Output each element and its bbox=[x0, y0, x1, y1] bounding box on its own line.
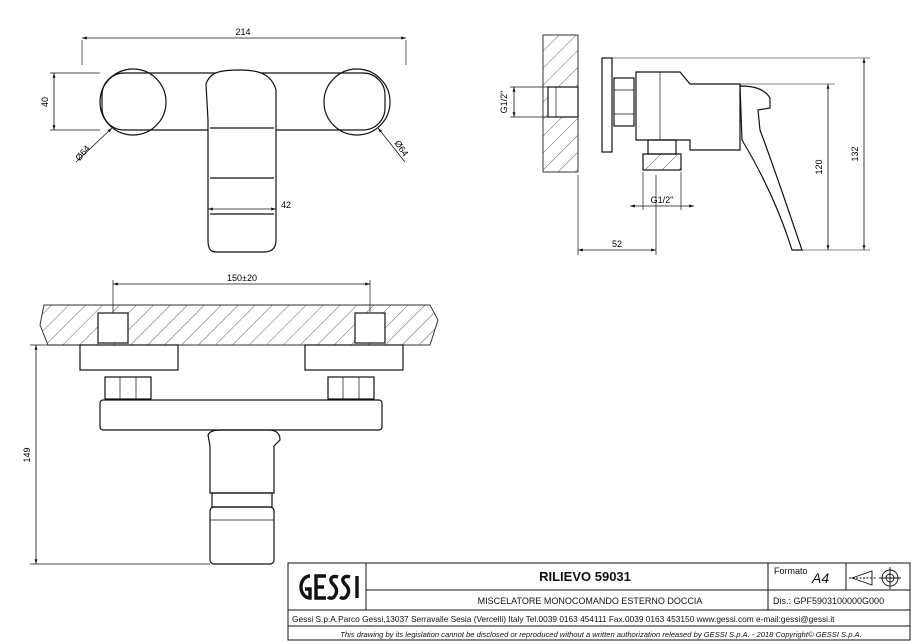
escutcheon-right bbox=[304, 344, 404, 371]
lever-profile bbox=[739, 85, 803, 251]
outlet-thread bbox=[642, 153, 682, 171]
dia-leader-right bbox=[377, 127, 406, 163]
dim-connection-bottom: G1/2" bbox=[651, 195, 674, 205]
dim-overall-width: 214 bbox=[235, 27, 250, 37]
hex-nut-left bbox=[104, 376, 152, 400]
dia-leader-left bbox=[75, 127, 113, 163]
drawing-number: Dis.: GPF5903100000G000 bbox=[773, 596, 885, 606]
gessi-logo bbox=[299, 574, 359, 600]
outlet-nut bbox=[647, 139, 677, 155]
front-main-bar bbox=[99, 399, 383, 431]
dim-front-height: 149 bbox=[22, 447, 32, 462]
side-view bbox=[510, 34, 870, 255]
insert-left bbox=[97, 312, 129, 344]
front-view bbox=[30, 280, 439, 565]
right-round-body bbox=[323, 68, 391, 136]
shower-connection bbox=[209, 506, 275, 565]
dim-total-height: 132 bbox=[850, 146, 860, 161]
wall-section-front bbox=[39, 304, 439, 346]
insert-right bbox=[354, 312, 386, 344]
escutcheon bbox=[601, 57, 613, 153]
outlet-fitting bbox=[211, 492, 273, 508]
nut bbox=[613, 77, 635, 127]
copyright-notice: This drawing by its legislation cannot b… bbox=[340, 630, 862, 639]
lever bbox=[205, 69, 277, 253]
dim-lever-width: 42 bbox=[281, 200, 291, 210]
projection-symbol-icon bbox=[849, 567, 901, 589]
product-description: MISCELATORE MONOCOMANDO ESTERNO DOCCIA bbox=[477, 596, 703, 606]
format-label: Formato bbox=[774, 566, 808, 576]
dim-dia-left: Ø64 bbox=[73, 143, 92, 162]
dim-center-distance: 150±20 bbox=[227, 273, 257, 283]
front-lever bbox=[207, 429, 281, 494]
dim-height-40: 40 bbox=[40, 97, 50, 107]
title-block-frame bbox=[287, 562, 911, 641]
product-title: RILIEVO 59031 bbox=[539, 569, 631, 584]
left-round-body bbox=[99, 68, 167, 136]
escutcheon-left bbox=[79, 344, 179, 371]
wall-insert bbox=[547, 86, 579, 118]
top-view bbox=[50, 36, 407, 253]
format-value: A4 bbox=[812, 570, 830, 586]
dim-wall-depth: 52 bbox=[612, 239, 622, 249]
dim-connection-top: G1/2" bbox=[499, 91, 509, 114]
dim-dia-right: Ø64 bbox=[392, 138, 410, 158]
company-address: Gessi S.p.A.Parco Gessi,13037 Serravalle… bbox=[292, 614, 835, 624]
dim-lever-height: 120 bbox=[814, 159, 824, 174]
hex-nut-right bbox=[327, 376, 375, 400]
